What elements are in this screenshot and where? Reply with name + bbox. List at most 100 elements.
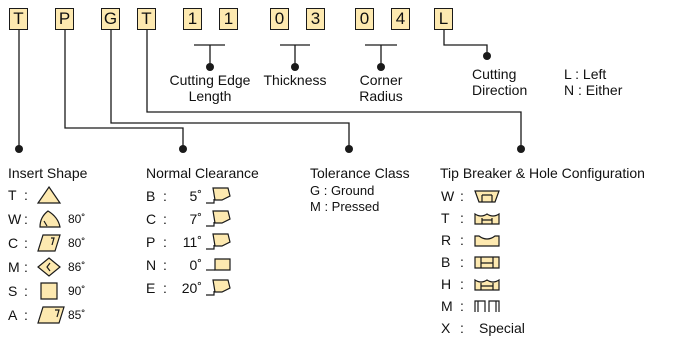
- label-cutting-direction-line1: Cutting: [472, 66, 517, 82]
- code-box-direction: L: [434, 8, 453, 30]
- breaker-row: T:: [441, 208, 571, 228]
- clearance-icon: [206, 279, 231, 296]
- breaker-special: Special: [479, 320, 525, 336]
- breaker-row: B:: [441, 252, 571, 272]
- breaker-h-icon: [474, 278, 500, 291]
- label-corner-line1: Corner: [359, 72, 403, 88]
- triangle-icon: [36, 185, 62, 204]
- label-cutting-direction: Cutting Direction: [472, 66, 527, 98]
- rhombus-86-icon: [37, 257, 61, 277]
- code-box-radius-2: 4: [391, 8, 410, 30]
- breaker-code: R: [441, 232, 452, 248]
- clearance-separator: :: [163, 188, 167, 204]
- breaker-code: H: [441, 276, 452, 292]
- shape-separator: :: [24, 187, 28, 203]
- code-box-radius-1: 0: [355, 8, 374, 30]
- shape-code: M: [8, 259, 20, 275]
- shape-separator: :: [24, 307, 28, 323]
- code-box-clearance: P: [55, 8, 74, 30]
- clearance-code: P: [146, 234, 156, 250]
- insert-shape-row: S: 90˚: [8, 281, 128, 301]
- breaker-separator: :: [460, 188, 464, 204]
- clearance-angle: 7˚: [189, 211, 202, 227]
- code-box-thickness-1: 0: [270, 8, 289, 30]
- clearance-separator: :: [163, 280, 167, 296]
- breaker-code: M: [441, 298, 453, 314]
- leader-normal-clearance: [64, 30, 184, 149]
- direction-options: L : Left N : Either: [564, 66, 622, 98]
- breaker-row: H:: [441, 274, 571, 294]
- label-corner-radius: Corner Radius: [345, 72, 417, 104]
- breaker-m-icon: [474, 300, 500, 312]
- breaker-separator: :: [460, 276, 464, 292]
- breaker-code: W: [441, 188, 455, 204]
- insert-shape-row: A:85˚: [8, 305, 128, 325]
- direction-option-either: N : Either: [564, 82, 623, 98]
- code-box-thickness-2: 3: [306, 8, 325, 30]
- clearance-icon: [206, 233, 231, 250]
- shape-angle: 86˚: [68, 260, 86, 274]
- shape-code: S: [8, 283, 18, 299]
- clearance-separator: :: [163, 257, 167, 273]
- breaker-separator: :: [460, 232, 464, 248]
- clearance-row: P:11˚: [146, 232, 266, 252]
- leader-tip-breaker: [146, 30, 522, 149]
- tip-breaker-title: Tip Breaker & Hole Configuration: [440, 165, 645, 181]
- breaker-b-icon: [474, 256, 500, 269]
- shape-code: A: [8, 307, 18, 323]
- insert-shape-row: W: 80˚: [8, 209, 128, 229]
- clearance-row: C:7˚: [146, 209, 266, 229]
- shape-separator: :: [24, 283, 28, 299]
- zero-clearance-icon: [206, 258, 231, 271]
- insert-shape-row: T:: [8, 185, 128, 205]
- breaker-code: T: [441, 210, 450, 226]
- clearance-angle: 20˚: [181, 280, 202, 296]
- shape-angle: 90˚: [68, 284, 86, 298]
- clearance-row: B:5˚: [146, 186, 266, 206]
- shape-code: T: [8, 187, 17, 203]
- label-cutting-edge-line2: Length: [188, 88, 232, 104]
- label-cutting-direction-line2: Direction: [472, 82, 528, 98]
- clearance-angle: 11˚: [182, 234, 202, 250]
- shape-separator: :: [24, 259, 28, 275]
- tolerance-pressed: M : Pressed: [310, 199, 380, 214]
- breaker-code: B: [441, 254, 451, 270]
- breaker-separator: :: [460, 298, 464, 314]
- code-box-edge-2: 1: [219, 8, 238, 30]
- insert-shape-row: C:80˚: [8, 233, 128, 253]
- normal-clearance-title: Normal Clearance: [146, 165, 259, 181]
- clearance-code: N: [146, 257, 157, 273]
- label-thickness: Thickness: [263, 72, 327, 88]
- insert-shape-title: Insert Shape: [8, 165, 88, 181]
- clearance-code: E: [146, 280, 156, 296]
- label-cutting-edge-line1: Cutting Edge: [169, 72, 251, 88]
- shape-separator: :: [24, 211, 28, 227]
- breaker-separator: :: [460, 320, 464, 336]
- shape-separator: :: [24, 235, 28, 251]
- breaker-row: X: Special: [441, 318, 571, 338]
- shape-angle: 80˚: [68, 212, 86, 226]
- breaker-r-icon: [474, 235, 500, 247]
- code-box-tolerance: G: [101, 8, 120, 30]
- breaker-separator: :: [460, 254, 464, 270]
- trigon-icon: [39, 210, 61, 228]
- breaker-row: R:: [441, 230, 571, 250]
- clearance-angle: 0˚: [189, 257, 202, 273]
- code-box-edge-1: 1: [183, 8, 202, 30]
- breaker-row: W:: [441, 186, 571, 206]
- code-box-tip-breaker: T: [137, 8, 156, 30]
- direction-option-left: L : Left: [564, 66, 607, 82]
- clearance-code: B: [146, 188, 156, 204]
- shape-code: W: [8, 211, 22, 227]
- parallelogram-icon: [37, 306, 65, 324]
- code-box-shape: T: [9, 8, 28, 30]
- breaker-separator: :: [460, 210, 464, 226]
- rhombus-80-icon: [37, 234, 61, 252]
- breaker-code: X: [441, 320, 451, 336]
- breaker-row: M:: [441, 296, 571, 316]
- breaker-w-icon: [474, 190, 500, 203]
- breaker-t-icon: [474, 212, 500, 225]
- clearance-row: N: 0˚: [146, 255, 266, 275]
